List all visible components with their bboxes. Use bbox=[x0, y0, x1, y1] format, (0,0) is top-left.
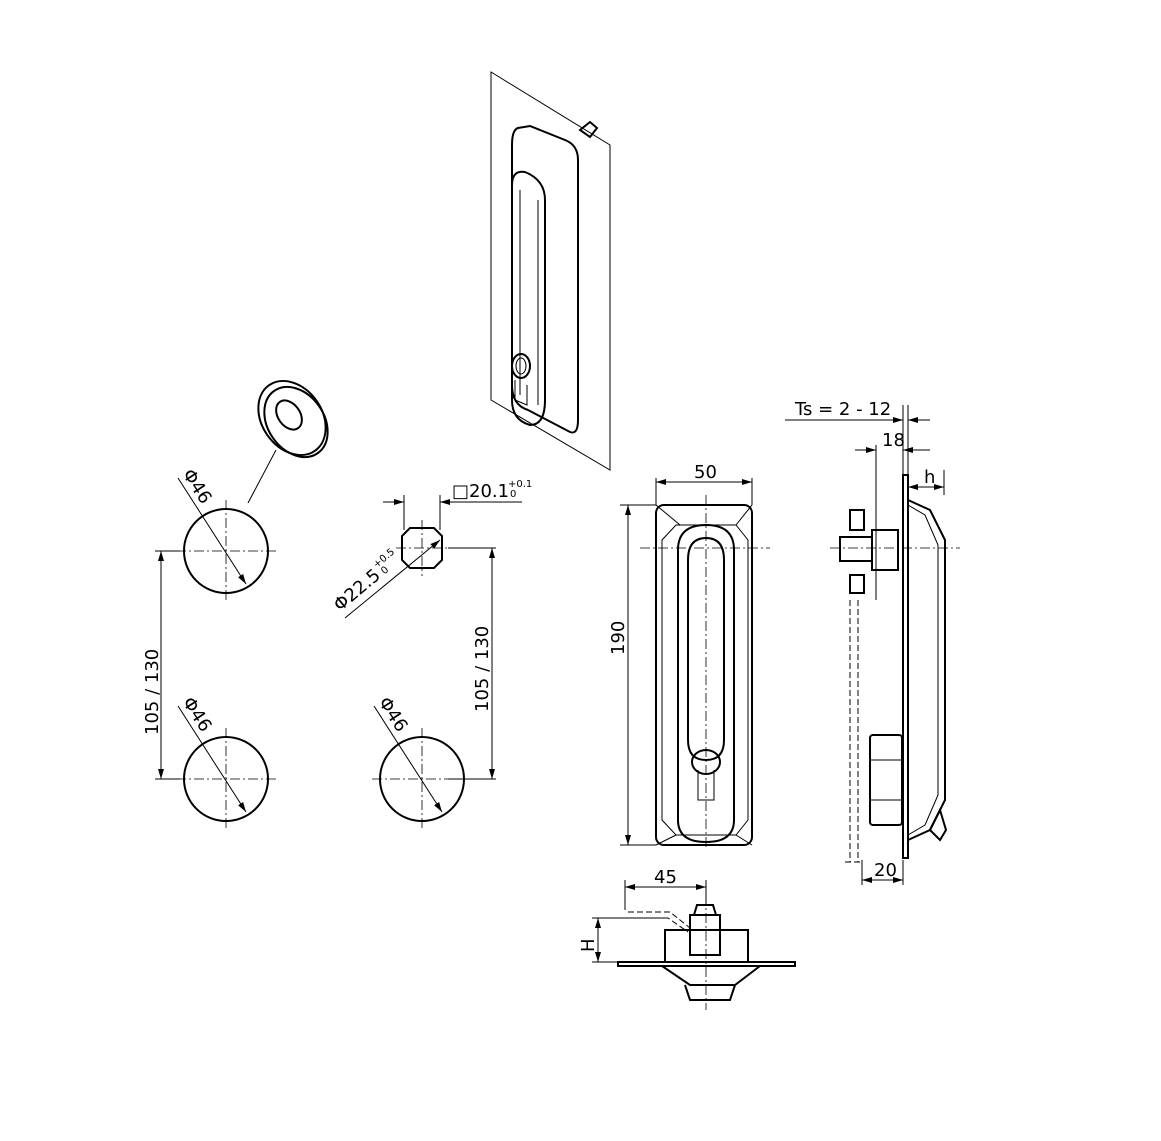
front-view: 50 190 bbox=[608, 462, 770, 850]
depth-18-label: 18 bbox=[882, 430, 905, 451]
bottom-20-label: 20 bbox=[874, 860, 897, 881]
spacing-label-left: 105 / 130 bbox=[142, 649, 163, 735]
offset-45-label: 45 bbox=[654, 867, 677, 888]
dia-tol-lower: 0 bbox=[379, 564, 391, 577]
sq-tol-upper: +0.1 bbox=[508, 479, 532, 490]
rosette-ring bbox=[247, 379, 329, 504]
hole-pattern: Φ46 Φ46 Φ46 Φ22.5 +0.5 0 □20.1 +0.1 0 10… bbox=[142, 465, 532, 830]
height-190-label: 190 bbox=[608, 621, 629, 655]
bottom-view: 45 H bbox=[578, 867, 796, 1010]
ts-label: Ts = 2 - 12 bbox=[794, 399, 891, 420]
isometric-view bbox=[490, 71, 611, 471]
sq-tol-lower: 0 bbox=[510, 489, 516, 500]
spacing-label-right: 105 / 130 bbox=[472, 626, 493, 712]
side-view: Ts = 2 - 12 18 h 20 bbox=[785, 399, 960, 885]
square-20-1-label: □20.1 bbox=[452, 481, 509, 502]
h-label: h bbox=[924, 467, 935, 488]
H-label: H bbox=[578, 938, 599, 952]
width-50-label: 50 bbox=[694, 462, 717, 483]
